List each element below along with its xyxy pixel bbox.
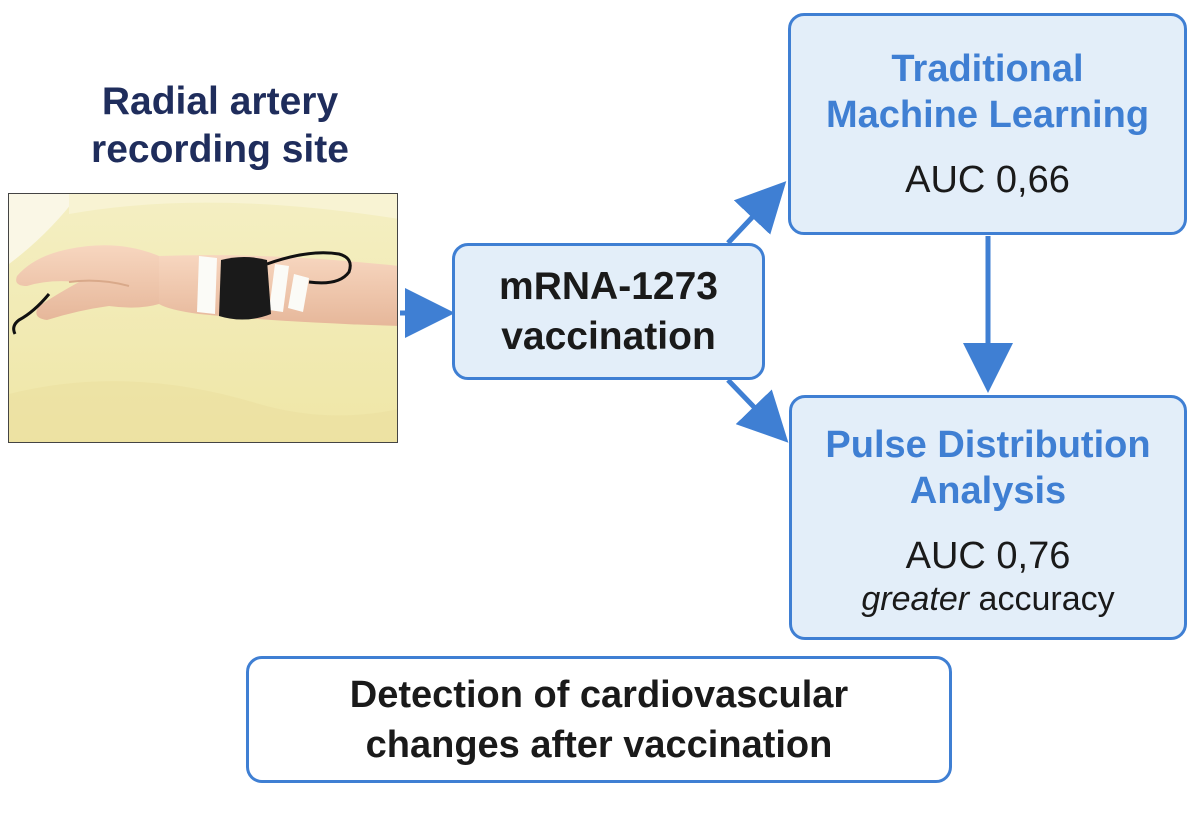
recording-site-title-line-2: recording site — [91, 128, 349, 171]
accuracy-emphasis: greater — [861, 580, 970, 618]
pulse-distribution-title-line-1: Pulse Distribution — [825, 424, 1151, 466]
vaccination-line-2: vaccination — [501, 314, 716, 358]
arrow-vaccination-to-ml — [726, 181, 787, 245]
pulse-distribution-auc: AUC 0,76 — [905, 535, 1071, 577]
pulse-distribution-title: Pulse Distribution Analysis — [792, 422, 1184, 514]
radial-artery-photo — [8, 193, 398, 443]
traditional-ml-title: Traditional Machine Learning — [791, 46, 1184, 138]
arrow-vaccination-to-pda — [726, 378, 789, 443]
traditional-ml-auc: AUC 0,66 — [905, 159, 1070, 201]
traditional-ml-title-line-1: Traditional — [891, 48, 1084, 90]
pulse-distribution-box: Pulse Distribution Analysis AUC 0,76 gre… — [789, 395, 1187, 640]
pulse-distribution-title-line-2: Analysis — [909, 470, 1067, 512]
traditional-ml-title-line-2: Machine Learning — [825, 94, 1150, 136]
vaccination-box: mRNA-1273 vaccination — [452, 243, 765, 380]
vaccination-line-1: mRNA-1273 — [499, 264, 718, 308]
pulse-distribution-accuracy: greater accuracy — [792, 578, 1184, 620]
detection-line-2: changes after vaccination — [365, 723, 833, 766]
recording-site-title: Radial artery recording site — [40, 78, 400, 174]
detection-line-1: Detection of cardiovascular — [349, 673, 849, 716]
wrist-sensor-illustration — [9, 194, 397, 442]
traditional-ml-box: Traditional Machine Learning AUC 0,66 — [788, 13, 1187, 235]
accuracy-rest: accuracy — [969, 580, 1115, 618]
detection-box: Detection of cardiovascular changes afte… — [246, 656, 952, 783]
recording-site-title-line-1: Radial artery — [101, 80, 339, 123]
